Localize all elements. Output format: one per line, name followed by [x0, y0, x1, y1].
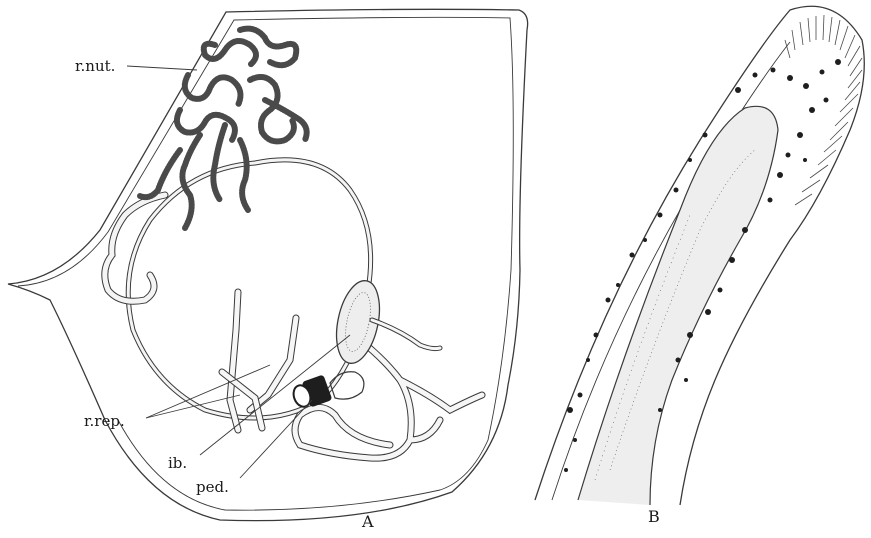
finger-canals: [222, 292, 296, 430]
label-r-rep: r.rep.: [84, 412, 125, 430]
label-ped: ped.: [196, 478, 229, 496]
caption-b: B: [648, 507, 660, 526]
panel-b: B: [535, 6, 864, 526]
bract-inner-line: [18, 17, 513, 510]
label-r-nut: r.nut.: [75, 57, 115, 75]
pedicle: [291, 372, 364, 409]
tentacle-core: [578, 106, 778, 505]
caption-a: A: [361, 512, 374, 531]
panel-a: r.nut. r.rep. ib. ped. A: [8, 9, 528, 531]
bract-outline: [8, 9, 528, 520]
striations: [785, 15, 862, 205]
label-ib: ib.: [168, 454, 187, 472]
